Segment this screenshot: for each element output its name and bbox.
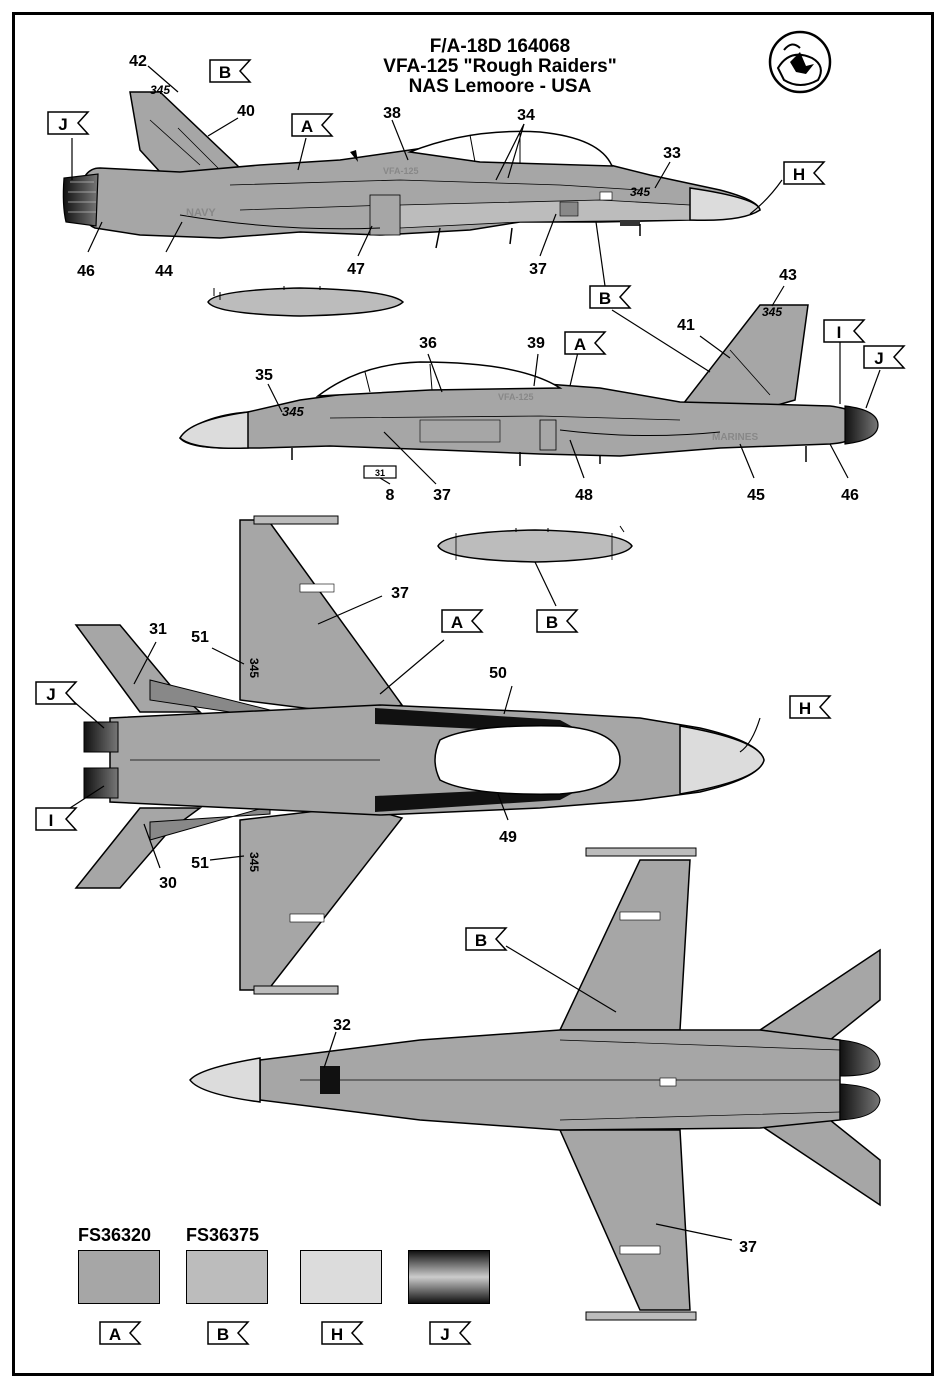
callout-46b: 46 (841, 487, 859, 504)
legend-fs36320: FS36320 (78, 1225, 151, 1246)
flag-b-4: B (475, 931, 487, 950)
callout-41: 41 (677, 317, 695, 334)
callout-45: 45 (747, 487, 765, 504)
squadron-marking-left: VFA-125 (383, 166, 419, 176)
callout-32: 32 (333, 1017, 351, 1034)
callout-49: 49 (499, 829, 517, 846)
callout-33: 33 (663, 145, 681, 162)
callout-44: 44 (155, 263, 173, 280)
callout-46a: 46 (77, 263, 95, 280)
swatch-j (408, 1250, 490, 1304)
callout-31: 31 (149, 621, 167, 638)
callout-39: 39 (527, 335, 545, 352)
flag-a-3: A (451, 613, 463, 632)
stencil-8: 31 (364, 466, 396, 478)
legend-flag-j: J (440, 1325, 449, 1344)
stencil-8-text: 31 (375, 468, 385, 478)
callout-37a: 37 (529, 261, 547, 278)
flag-j-1: J (58, 115, 67, 134)
callout-34: 34 (517, 107, 535, 124)
drop-tank-side (208, 286, 403, 316)
flag-i-2: I (49, 811, 54, 830)
callout-35: 35 (255, 367, 273, 384)
callout-42: 42 (129, 53, 147, 70)
marines-marking-right: MARINES (712, 432, 758, 443)
flag-b-2: B (599, 289, 611, 308)
drop-tank-2 (438, 526, 632, 562)
modex-tail-right: 345 (762, 305, 782, 319)
flag-j-2: J (874, 349, 883, 368)
side-view-right: 345 345 MARINES VFA-125 (180, 305, 878, 466)
callout-36: 36 (419, 335, 437, 352)
callout-40: 40 (237, 103, 255, 120)
modex-nose-right: 345 (282, 404, 304, 419)
swatch-a (78, 1250, 160, 1304)
callout-37b: 37 (433, 487, 451, 504)
callout-51b: 51 (191, 855, 209, 872)
callout-38: 38 (383, 105, 401, 122)
flag-a-2: A (574, 335, 586, 354)
callout-37d: 37 (739, 1239, 757, 1256)
flag-a-1: A (301, 117, 313, 136)
flag-h-1: H (793, 165, 805, 184)
callout-30: 30 (159, 875, 177, 892)
callout-43: 43 (779, 267, 797, 284)
modex-nose-left: 345 (630, 185, 650, 199)
callout-50: 50 (489, 665, 507, 682)
flag-b-3: B (546, 613, 558, 632)
navy-marking-left: NAVY (186, 207, 216, 219)
legend-flag-a: A (109, 1325, 121, 1344)
modex-lower-wing: 345 (247, 852, 261, 872)
side-view-left: 345 345 NAVY VFA-125 (63, 83, 760, 248)
modex-upper-wing: 345 (247, 658, 261, 678)
squadron-emblem (770, 32, 830, 92)
legend-flag-h: H (331, 1325, 343, 1344)
modex-tail-left: 345 (150, 83, 170, 97)
flag-h-2: H (799, 699, 811, 718)
legend-flag-b: B (217, 1325, 229, 1344)
flag-i-1: I (837, 323, 842, 342)
callout-51a: 51 (191, 629, 209, 646)
callout-47: 47 (347, 261, 365, 278)
callout-48: 48 (575, 487, 593, 504)
swatch-h (300, 1250, 382, 1304)
swatch-b (186, 1250, 268, 1304)
flag-b-1: B (219, 63, 231, 82)
callout-37c: 37 (391, 585, 409, 602)
flag-j-3: J (46, 685, 55, 704)
legend-fs36375: FS36375 (186, 1225, 259, 1246)
callout-8: 8 (386, 487, 395, 504)
squadron-marking-right: VFA-125 (498, 392, 534, 402)
